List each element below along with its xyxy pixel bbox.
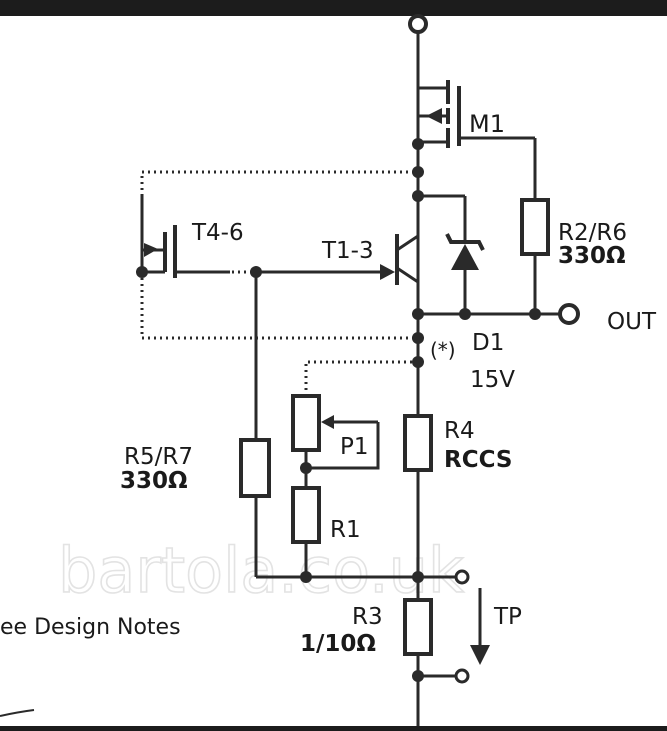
label-r5-r7: R5/R7 [124, 444, 193, 470]
label-d1-value: 15V [470, 367, 515, 393]
label-tp: TP [493, 604, 522, 630]
label-r3: R3 [352, 604, 383, 630]
label-out: OUT [607, 309, 657, 335]
label-r4: R4 [444, 418, 475, 444]
dotted-top-link [140, 170, 418, 196]
gate-arrow [380, 264, 395, 280]
mosfet-m1 [418, 80, 535, 148]
transistor-t4-6 [136, 196, 230, 278]
resistor-r5-r7 [239, 438, 271, 498]
label-p1: P1 [340, 434, 369, 460]
label-r2-r6: R2/R6 [558, 220, 627, 246]
watermark: bartola.co.uk [57, 533, 465, 608]
label-r2-r6-value: 330Ω [558, 243, 626, 269]
label-r3-value: 1/10Ω [300, 631, 376, 657]
resistor-r1 [291, 486, 321, 544]
zener-d1 [418, 194, 485, 314]
scribble-mark [0, 709, 35, 717]
resistor-r2-r6 [520, 198, 550, 256]
label-r5-r7-value: 330Ω [120, 468, 188, 494]
transistor-t1-3 [395, 196, 420, 314]
watermark-text: bartola.co.uk [58, 534, 464, 607]
dotted-mid-link [140, 272, 418, 340]
supply-terminal[interactable] [408, 14, 428, 34]
top-frame-bar [0, 0, 667, 16]
dotted-p1-link [304, 360, 418, 396]
label-t4-6: T4-6 [191, 220, 244, 246]
label-d1-mark: (*) [430, 338, 456, 362]
output-terminal[interactable] [558, 303, 580, 325]
label-m1: M1 [469, 110, 505, 138]
bottom-frame-bar [0, 726, 667, 731]
potentiometer-p1 [291, 394, 380, 488]
resistor-r4 [403, 414, 433, 472]
label-r4-value: RCCS [444, 447, 512, 473]
test-point-tp [418, 569, 490, 684]
resistor-r3 [403, 598, 433, 656]
label-design-notes: ee Design Notes [0, 615, 181, 640]
label-t1-3: T1-3 [321, 238, 374, 264]
label-d1: D1 [472, 330, 504, 356]
label-r1: R1 [330, 517, 361, 543]
